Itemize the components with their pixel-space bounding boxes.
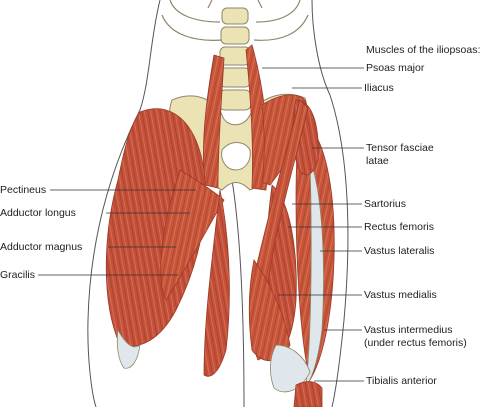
- label-rectus-femoris: Rectus femoris: [364, 221, 435, 233]
- leader-lines: [38, 67, 364, 382]
- label-tibialis-anterior: Tibialis anterior: [366, 375, 437, 387]
- body-outline: [87, 0, 349, 407]
- label-psoas-major: Psoas major: [366, 62, 425, 74]
- left-thigh: [105, 108, 230, 377]
- label-adductor-magnus: Adductor magnus: [0, 241, 83, 253]
- label-iliacus: Iliacus: [364, 82, 394, 94]
- label-gracilis: Gracilis: [0, 269, 36, 281]
- label-vastus-intermedius: Vastus intermedius (under rectus femoris…: [364, 324, 467, 349]
- label-group-heading: Muscles of the iliopsoas:: [366, 44, 481, 56]
- label-vastus-lateralis: Vastus lateralis: [364, 245, 435, 257]
- ribcage: [161, 0, 309, 41]
- label-tensor-fasciae-latae: Tensor fasciae latae: [366, 142, 434, 167]
- label-vastus-medialis: Vastus medialis: [364, 289, 437, 301]
- label-adductor-longus: Adductor longus: [0, 207, 76, 219]
- right-thigh: [248, 99, 335, 407]
- label-sartorius: Sartorius: [364, 198, 407, 210]
- psoas-major-left: [203, 54, 225, 189]
- psoas-major-right: [245, 44, 269, 191]
- label-pectineus: Pectineus: [0, 184, 47, 196]
